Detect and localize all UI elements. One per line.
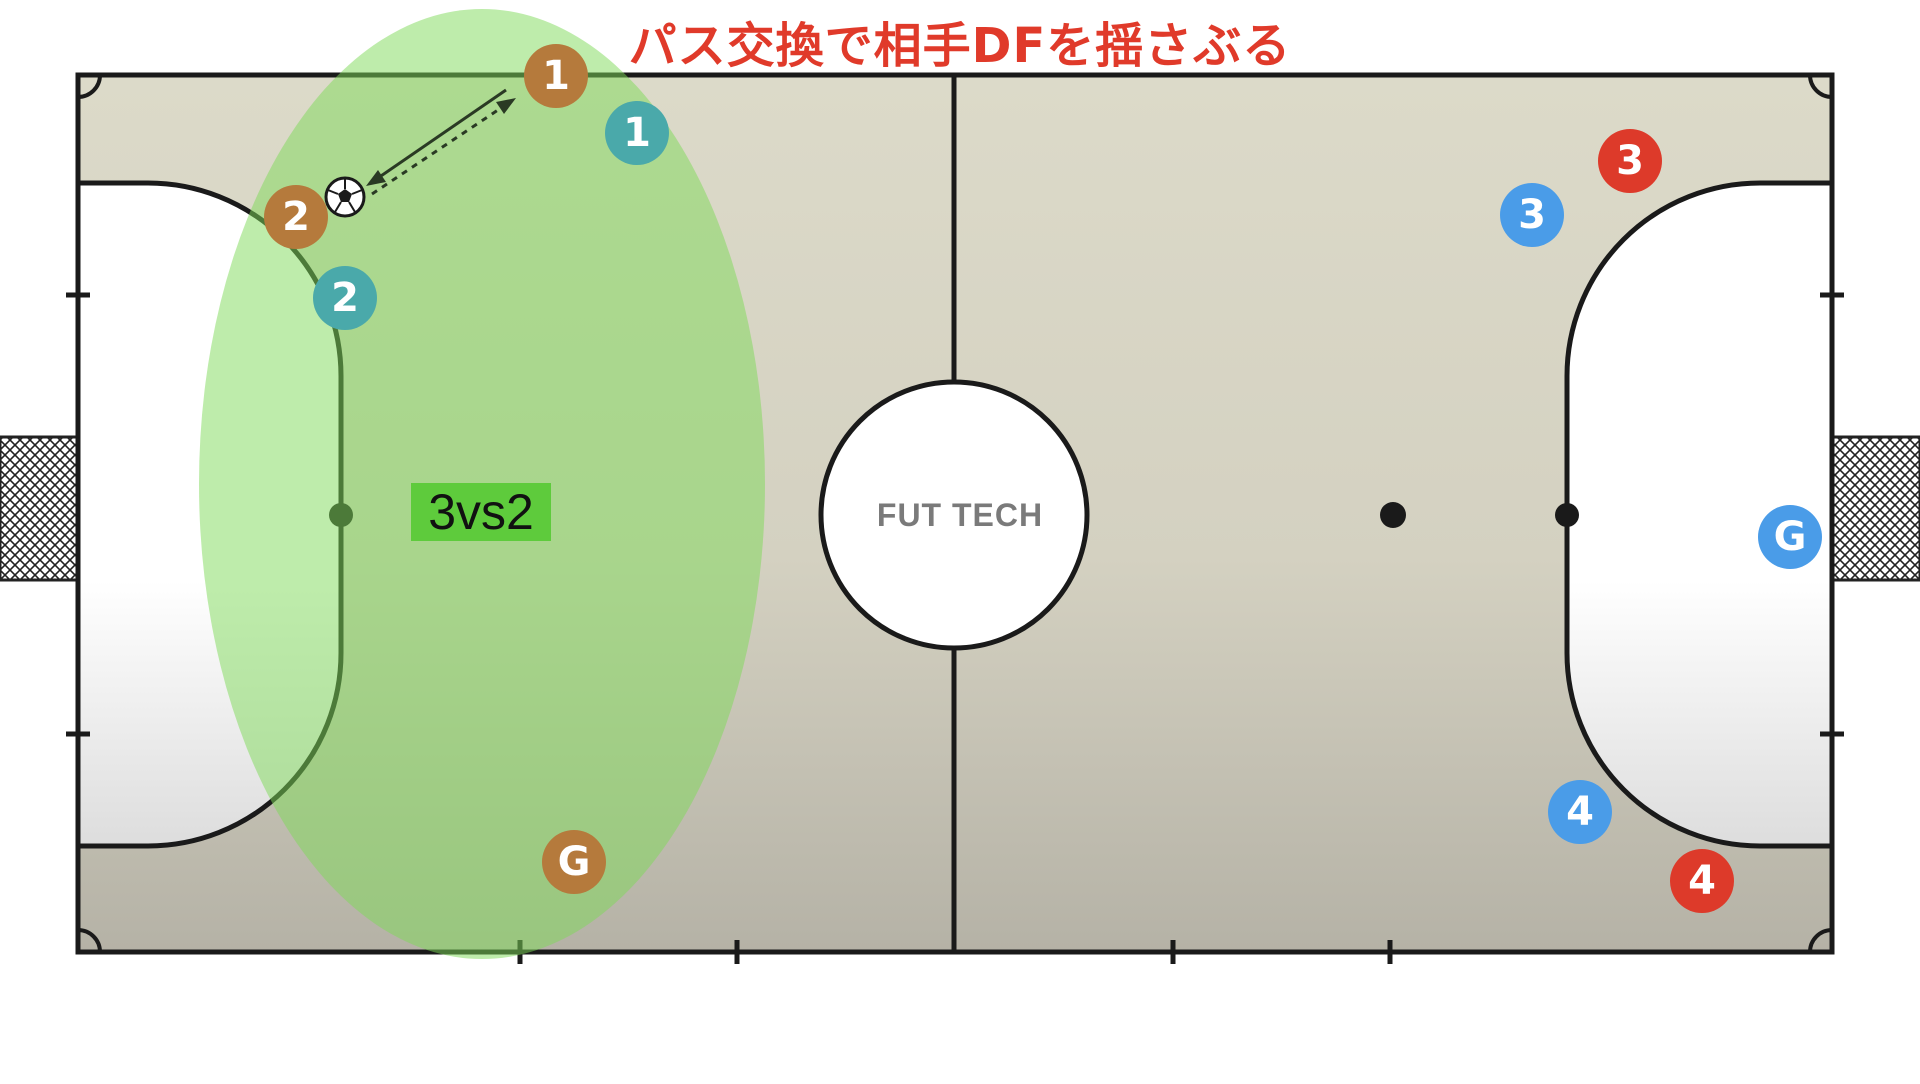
corner-arc — [1808, 928, 1833, 953]
corner-arc — [1808, 74, 1833, 99]
left-goal — [0, 435, 80, 582]
orange-goalkeeper: G — [542, 830, 606, 894]
corner-arc — [77, 928, 102, 953]
orange-player-2: 2 — [264, 185, 328, 249]
teal-player-1: 1 — [605, 101, 669, 165]
red-player-3: 3 — [1598, 129, 1662, 193]
right-penalty-spot — [1555, 503, 1579, 527]
corner-arc — [77, 74, 102, 99]
return-pass-arrow — [371, 98, 516, 196]
teal-player-2: 2 — [313, 266, 377, 330]
blue-player-3: 3 — [1500, 183, 1564, 247]
red-player-4: 4 — [1670, 849, 1734, 913]
right-penalty-area — [1564, 180, 1835, 849]
diagram-title: パス交換で相手DFを揺さぶる — [628, 18, 1292, 74]
blue-goalkeeper: G — [1758, 505, 1822, 569]
pass-arrow — [366, 88, 507, 186]
fut-tech-logo: FUT TECH — [876, 497, 1044, 533]
soccer-ball-icon — [324, 176, 366, 218]
center-circle — [818, 379, 1090, 651]
right-second-penalty-spot — [1380, 502, 1406, 528]
right-goal — [1830, 435, 1920, 582]
3vs2-label: 3vs2 — [411, 483, 551, 541]
blue-player-4: 4 — [1548, 780, 1612, 844]
orange-player-1: 1 — [524, 44, 588, 108]
